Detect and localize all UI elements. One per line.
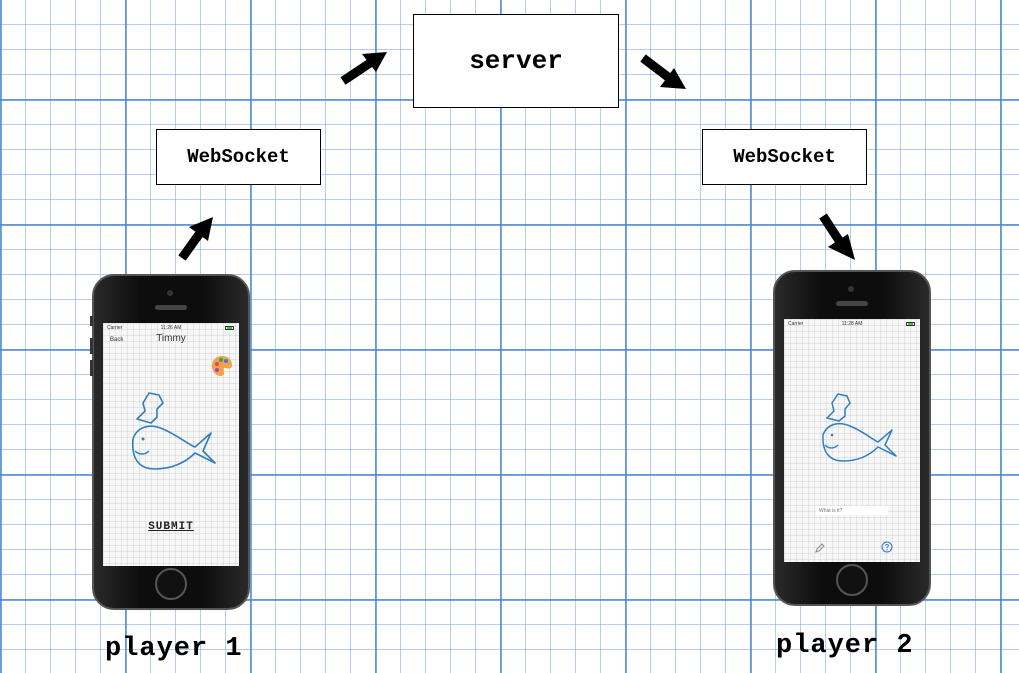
- front-camera: [848, 286, 854, 292]
- websocket-box-right: WebSocket: [702, 129, 867, 185]
- battery-icon: [906, 322, 915, 326]
- carrier-label: Carrier: [788, 321, 804, 327]
- status-bar: Carrier 11:28 AM: [784, 321, 920, 329]
- player2-screen: Carrier 11:28 AM: [784, 319, 920, 562]
- server-label: server: [469, 46, 563, 76]
- websocket-box-left: WebSocket: [156, 129, 321, 185]
- help-icon[interactable]: [881, 541, 893, 553]
- home-button: [155, 568, 187, 600]
- websocket-label-right: WebSocket: [733, 146, 836, 168]
- status-bar: Carrier 11:26 AM: [103, 325, 239, 333]
- websocket-label-left: WebSocket: [187, 146, 290, 168]
- arrow-ws-to-phone-icon: [819, 213, 855, 260]
- volume-down-button: [90, 360, 93, 376]
- arrow-phone-to-ws-icon: [178, 217, 213, 261]
- player1-screen: Carrier 11:26 AM Back Timmy SUBMIT: [103, 323, 239, 566]
- status-time: 11:26 AM: [160, 325, 182, 331]
- volume-up-button: [90, 338, 93, 354]
- arrow-server-to-ws-icon: [640, 54, 686, 89]
- submit-button[interactable]: SUBMIT: [148, 521, 194, 533]
- fish-drawing: [131, 392, 216, 470]
- player1-phone: Carrier 11:26 AM Back Timmy SUBMIT: [90, 274, 250, 610]
- server-box: server: [413, 14, 619, 108]
- earpiece-speaker: [155, 305, 187, 310]
- fish-drawing: [822, 393, 897, 462]
- home-button: [836, 564, 868, 596]
- nav-title: Timmy: [156, 333, 186, 344]
- pencil-icon[interactable]: [814, 542, 826, 554]
- player2-label: player 2: [776, 631, 914, 661]
- palette-icon[interactable]: [211, 355, 233, 377]
- player1-label: player 1: [105, 634, 243, 664]
- arrow-ws-to-server-icon: [340, 52, 387, 85]
- mute-switch: [90, 316, 93, 326]
- status-time: 11:28 AM: [841, 321, 863, 327]
- battery-icon: [225, 326, 234, 330]
- front-camera: [167, 290, 173, 296]
- back-button[interactable]: Back: [110, 337, 124, 343]
- player2-phone: Carrier 11:28 AM: [773, 270, 931, 606]
- guess-input[interactable]: [816, 506, 888, 515]
- carrier-label: Carrier: [107, 325, 123, 331]
- earpiece-speaker: [836, 301, 868, 306]
